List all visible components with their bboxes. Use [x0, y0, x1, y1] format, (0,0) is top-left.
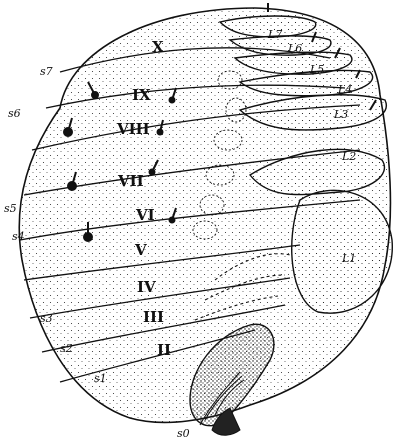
segment-label-iv: IV [137, 278, 156, 296]
segment-label-vi: VI [135, 206, 155, 224]
side-label-s0: s0 [177, 427, 190, 440]
lobe-label-l6: L6 [287, 42, 302, 55]
segment-label-ii: II [157, 341, 171, 359]
side-label-s3: s3 [40, 312, 53, 325]
lobe-label-l2: L2 [341, 150, 356, 163]
lobe-label-l5: L5 [309, 63, 324, 76]
side-label-s5: s5 [4, 202, 17, 215]
segment-label-vii: VII [117, 172, 144, 190]
side-label-s7: s7 [40, 65, 53, 78]
side-label-s2: s2 [60, 342, 73, 355]
segment-label-iii: III [143, 308, 164, 326]
segment-label-viii: VIII [116, 120, 150, 138]
segment-label-v: V [134, 241, 147, 259]
side-label-s1: s1 [94, 372, 107, 385]
lobe-label-l7: L7 [267, 28, 282, 41]
lobe-label-l3: L3 [333, 108, 348, 121]
segment-label-ix: IX [132, 86, 151, 104]
lobe-label-l4: L4 [337, 83, 352, 96]
side-label-s4: s4 [12, 230, 25, 243]
side-label-s6: s6 [8, 107, 21, 120]
segment-label-x: X [152, 38, 164, 56]
lobe-label-l1: L1 [341, 252, 356, 265]
